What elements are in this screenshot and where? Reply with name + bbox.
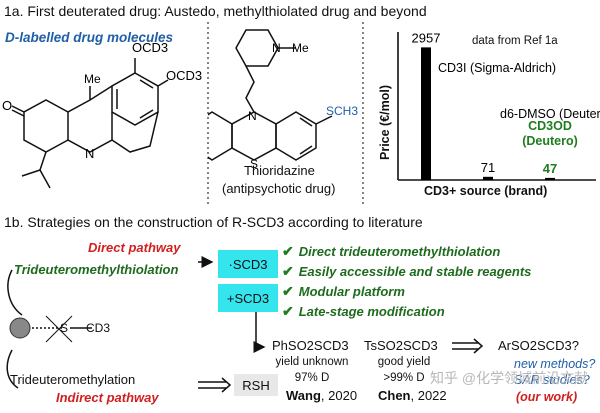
chart-value-label-3: 47 (543, 161, 557, 176)
thioridazine-me: Me (292, 41, 309, 55)
trideuteromethylation-label: Trideuteromethylation (10, 372, 136, 387)
product-2-year: , 2022 (410, 388, 447, 403)
thioridazine-n-me-n: N (272, 41, 281, 55)
thioridazine-name: Thioridazine (244, 163, 315, 178)
direct-pathway-label: Direct pathway (88, 240, 181, 255)
indirect-curve (6, 349, 19, 389)
chart-bar-1 (421, 47, 431, 181)
product-1-formula: PhSO2SCD3 (272, 338, 349, 353)
chart-value-label-2: 71 (481, 160, 495, 175)
chart-xlabel: CD3+ source (brand) (424, 184, 548, 198)
thioridazine-s-core: S (250, 157, 258, 171)
target-arrow-head (473, 338, 484, 354)
reagent-cation: +SCD3 (226, 290, 270, 306)
direct-curve (7, 269, 23, 316)
austedo-structure: OCD3 OCD3 Me O N (2, 40, 202, 189)
chart-ylabel: Price (€/mol) (378, 84, 392, 160)
feature-row-3: ✔ Modular platform (282, 283, 405, 300)
target-formula: ArSO2SCD3? (498, 338, 579, 353)
our-work-label: (our work) (516, 390, 578, 404)
product-1-line2: 97% D (294, 372, 330, 384)
check-icon: ✔ (282, 243, 294, 259)
feature-row-2: ✔ Easily accessible and stable reagents (282, 263, 531, 280)
product-1-line1: yield unknown (275, 356, 349, 368)
reagent-radical: ·SCD3 (228, 256, 268, 272)
product-2-ref: Chen, 2022 (378, 388, 447, 403)
chart-category-label-1: CD3I (Sigma-Aldrich) (438, 61, 556, 75)
chart-category-label-2: d6-DMSO (Deutero) (500, 107, 600, 121)
chart-bar-3 (545, 177, 555, 180)
indirect-arrow-head (221, 377, 232, 393)
feature-label-2: Easily accessible and stable reagents (298, 264, 532, 279)
austedo-ocd3-right: OCD3 (166, 68, 202, 83)
product-1-author: Wang (286, 388, 321, 403)
watermark: 知乎 @化学领域前沿文献 (430, 370, 589, 386)
chart-bar-2 (483, 176, 493, 180)
reagent-radical-box: ·SCD3 (218, 250, 278, 278)
check-icon: ✔ (282, 283, 294, 299)
product-2-formula: TsSO2SCD3 (364, 338, 438, 353)
check-icon: ✔ (282, 303, 294, 319)
pathway-arrows (6, 256, 484, 393)
chart-note: data from Ref 1a (472, 35, 558, 47)
resin-bead (9, 317, 31, 339)
chart-value-label-1: 2957 (412, 30, 441, 45)
feature-label-4: Late-stage modification (298, 304, 445, 319)
austedo-ocd3-top: OCD3 (132, 40, 168, 55)
section-a-title: 1a. First deuterated drug: Austedo, meth… (4, 3, 427, 19)
feature-row-1: ✔ Direct trideuteromethylthiolation (282, 243, 500, 260)
rsh-label: RSH (242, 377, 270, 393)
product-2-author: Chen (378, 388, 411, 403)
thioridazine-desc: (antipsychotic drug) (222, 181, 336, 196)
reagent-cation-box: +SCD3 (218, 284, 278, 312)
chart-category-label-3-2: (Deutero) (522, 134, 578, 148)
austedo-n: N (85, 146, 94, 161)
austedo-me: Me (84, 72, 101, 86)
section-b-title: 1b. Strategies on the construction of R-… (4, 214, 423, 230)
sulfur-fragment: S (60, 321, 69, 335)
product-1-ref: Wang, 2020 (286, 388, 357, 403)
question-2: SAR studies? (514, 373, 590, 387)
feature-row-4: ✔ Late-stage modification (282, 303, 445, 320)
thioridazine-n-core: N (248, 109, 257, 123)
feature-label-3: Modular platform (298, 284, 405, 299)
feature-label-1: Direct trideuteromethylthiolation (298, 244, 501, 259)
thioridazine-structure: N Me N S SCH3 (208, 29, 358, 171)
austedo-o: O (2, 98, 12, 113)
rsh-box: RSH (234, 374, 278, 396)
chart-category-label-3-1: CD3OD (528, 119, 572, 133)
question-1: new methods? (514, 357, 596, 371)
check-icon: ✔ (282, 263, 294, 279)
trideuteromethylthiolation-label: Trideuteromethylthiolation (14, 262, 179, 277)
product-1-year: , 2020 (320, 388, 358, 403)
cd3-fragment: CD3 (86, 321, 111, 335)
scissor-right (45, 315, 73, 343)
thioridazine-sch3: SCH3 (326, 104, 358, 118)
product-2-line2: >99% D (383, 372, 425, 384)
product-2-line1: good yield (377, 356, 431, 368)
indirect-pathway-label: Indirect pathway (56, 390, 159, 405)
d-labelled-caption: D-labelled drug molecules (5, 30, 174, 45)
